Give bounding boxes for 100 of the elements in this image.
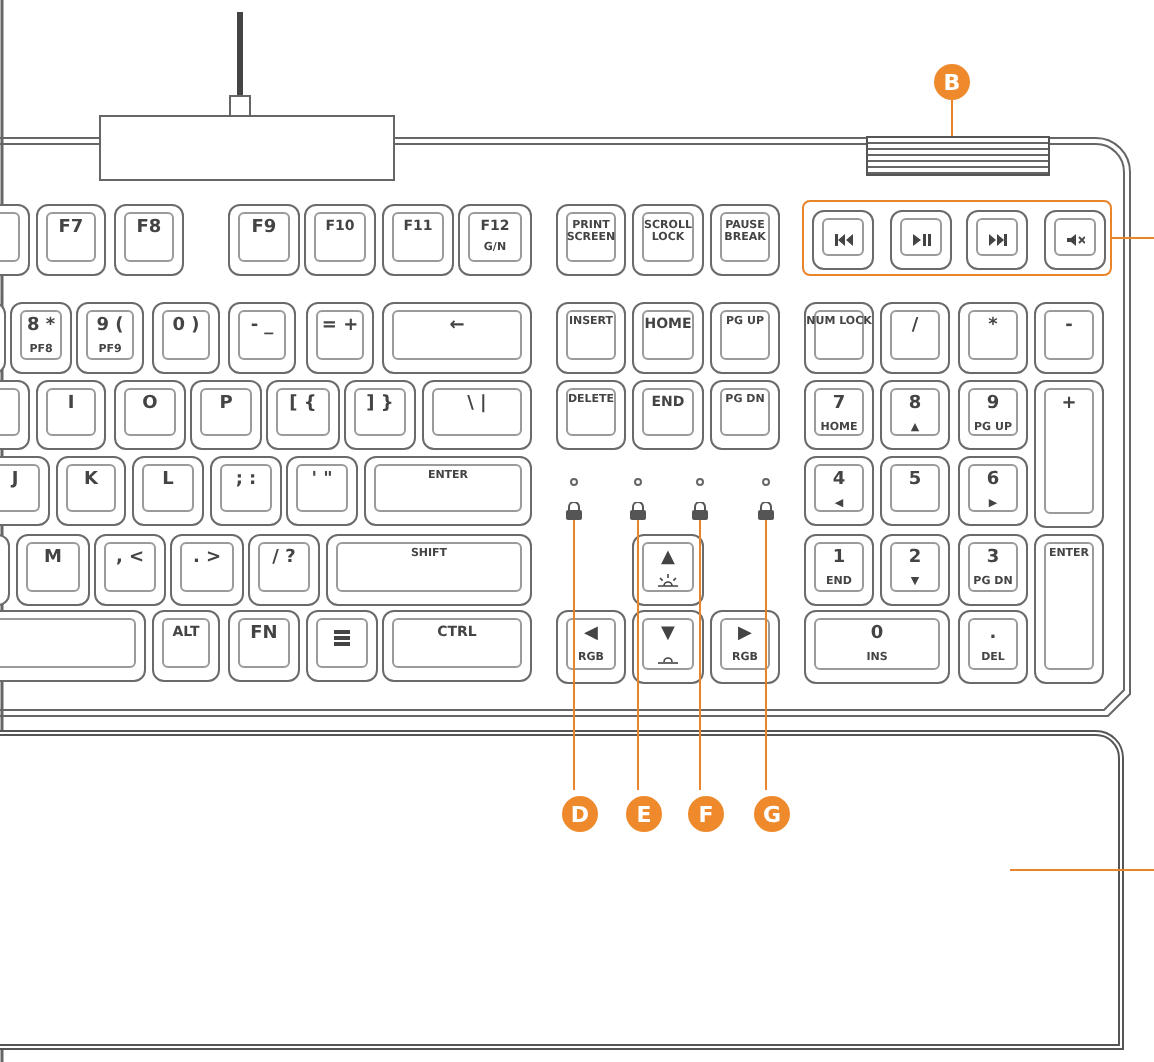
key-label: ←	[449, 318, 465, 336]
key-label: ▼	[661, 626, 675, 644]
keycap	[76, 302, 144, 374]
leader-line	[699, 519, 701, 791]
keycap	[556, 610, 626, 684]
keycap	[958, 302, 1028, 374]
keycap	[306, 302, 374, 374]
key-label: 8	[908, 396, 922, 414]
keycap	[458, 204, 532, 276]
keycap	[56, 456, 126, 526]
key-label: 2	[908, 550, 922, 568]
keycap	[1034, 534, 1104, 684]
key-label: 9 (	[96, 318, 124, 336]
keycap	[326, 534, 532, 606]
keycap	[556, 380, 626, 450]
key-label: P	[219, 396, 233, 414]
leader-line	[951, 99, 953, 137]
leader-line	[1111, 237, 1154, 239]
lock-indicator-icon	[692, 502, 708, 520]
key-label: , <	[115, 550, 145, 568]
key-label: ' "	[311, 472, 333, 490]
leader-line	[637, 519, 639, 791]
key-label: J	[11, 472, 19, 490]
media-keys-outline	[802, 200, 1112, 276]
key-label: F7	[58, 220, 84, 238]
key-label: 0	[870, 626, 884, 644]
keycap	[94, 534, 166, 606]
keycap	[632, 302, 704, 374]
keycap	[556, 302, 626, 374]
keycap	[286, 456, 358, 526]
keycap	[1044, 210, 1106, 270]
keycap	[710, 302, 780, 374]
keycap	[1034, 302, 1104, 374]
key-label: F9	[251, 220, 277, 238]
keycap	[152, 610, 220, 682]
keycap	[710, 204, 780, 276]
keycap	[114, 380, 186, 450]
keycap	[804, 380, 874, 450]
key-label: = +	[321, 318, 359, 336]
keycap	[190, 380, 262, 450]
keycap	[10, 302, 72, 374]
key-label: ] }	[366, 396, 394, 414]
keycap	[958, 534, 1028, 606]
keycap	[958, 610, 1028, 684]
keycap	[804, 534, 874, 606]
key-label: \ |	[467, 396, 487, 414]
keycap	[228, 610, 300, 682]
keycap	[152, 302, 220, 374]
callout-letter: F	[688, 796, 724, 832]
key-label: F8	[136, 220, 162, 238]
keycap	[804, 456, 874, 526]
key-label: / ?	[272, 550, 296, 568]
keycap	[210, 456, 282, 526]
key-label: . >	[192, 550, 222, 568]
keycap	[710, 380, 780, 450]
keycap	[632, 204, 704, 276]
keycap	[556, 204, 626, 276]
keycap	[958, 380, 1028, 450]
keycap	[632, 610, 704, 684]
keycap	[880, 302, 950, 374]
key-label: -	[1065, 318, 1073, 336]
keycap	[36, 380, 106, 450]
keycap	[228, 204, 300, 276]
leader-line	[765, 519, 767, 791]
lock-indicator-icon	[758, 502, 774, 520]
key-label: *	[988, 318, 998, 336]
key-label: ◀	[584, 626, 598, 644]
keycap	[382, 302, 532, 374]
key-label: ; :	[235, 472, 257, 490]
key-label: FN	[250, 626, 278, 644]
callout-letter: E	[626, 796, 662, 832]
keycap	[248, 534, 320, 606]
key-label: K	[84, 472, 98, 490]
key-label: ▲	[661, 550, 675, 568]
keycap	[266, 380, 340, 450]
keycap	[364, 456, 532, 526]
key-label: 8 *	[26, 318, 56, 336]
leader-line	[1009, 869, 1154, 871]
keycap	[382, 610, 532, 682]
callout-letter: D	[562, 796, 598, 832]
callout-letter: B	[934, 64, 970, 100]
key-label: 6	[986, 472, 1000, 490]
leader-line	[573, 519, 575, 791]
key-label: 1	[832, 550, 846, 568]
callout-letter: G	[754, 796, 790, 832]
keycap	[632, 534, 704, 606]
keycap	[36, 204, 106, 276]
keycap	[304, 204, 376, 276]
key-label: 4	[832, 472, 846, 490]
keycap	[382, 204, 454, 276]
key-label: M	[44, 550, 62, 568]
keycap	[804, 610, 950, 684]
wrist-rest	[0, 730, 1124, 1050]
lock-indicator-icon	[566, 502, 582, 520]
keycap	[170, 534, 244, 606]
key-label: L	[162, 472, 174, 490]
keycap	[880, 380, 950, 450]
keycap	[880, 456, 950, 526]
keycap	[16, 534, 90, 606]
keycap	[958, 456, 1028, 526]
